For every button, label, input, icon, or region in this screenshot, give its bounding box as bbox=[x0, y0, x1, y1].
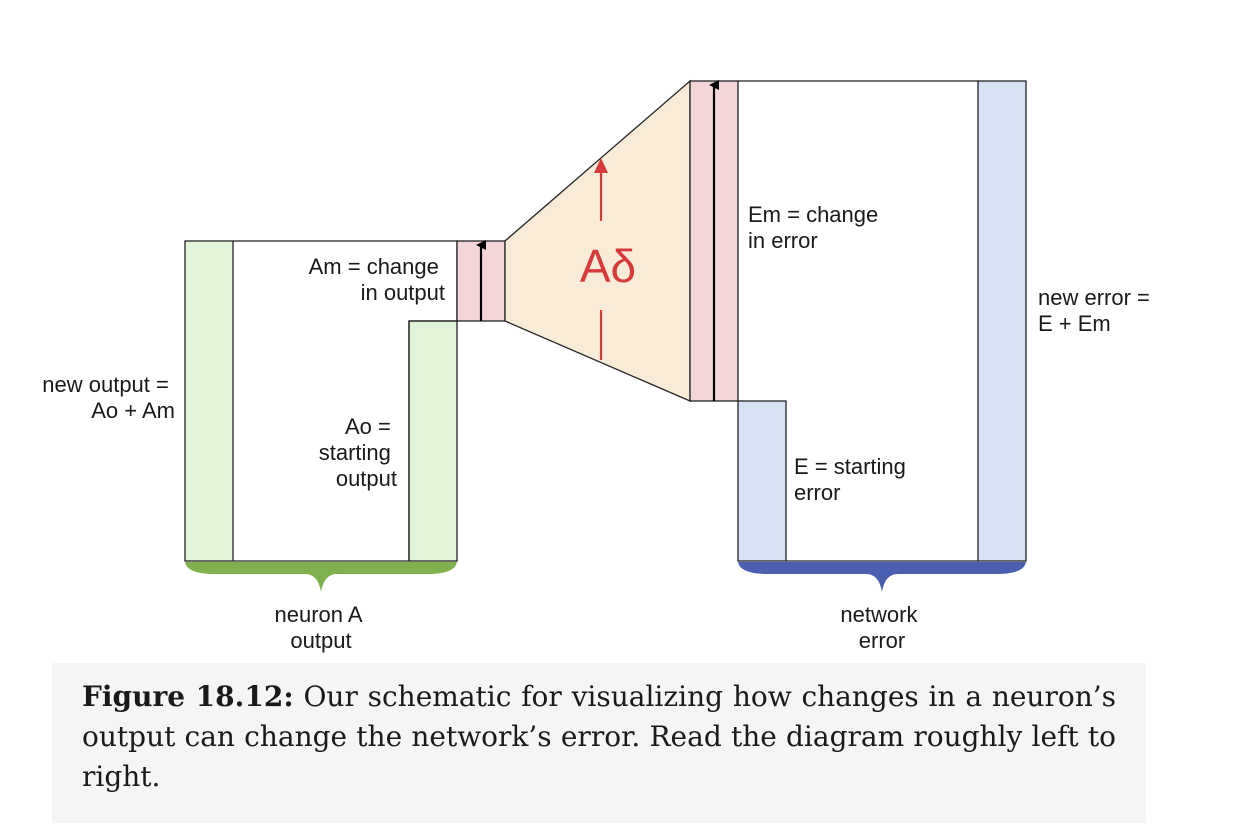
neuron-outline bbox=[233, 240, 458, 562]
caption-text: Our schematic for visualizing how change… bbox=[82, 680, 1116, 793]
change-in-output-label: Am = change in output bbox=[309, 254, 445, 305]
starting-output-bar bbox=[408, 320, 458, 562]
schematic-diagram: Aδ Am = change in output new output = Ao… bbox=[42, 79, 1156, 653]
neuron-output-brace bbox=[185, 562, 457, 592]
network-error-brace-label: network error bbox=[840, 602, 923, 653]
error-outline bbox=[738, 80, 978, 562]
delta-arrowhead bbox=[594, 158, 608, 173]
caption-figure-number: Figure 18.12: bbox=[82, 680, 294, 713]
starting-error-bar bbox=[737, 400, 787, 562]
new-output-bar bbox=[184, 240, 234, 562]
starting-output-label: Ao = starting output bbox=[319, 414, 397, 491]
new-output-label: new output = Ao + Am bbox=[42, 372, 175, 423]
change-in-error-label: Em = change in error bbox=[748, 202, 884, 253]
network-error-brace bbox=[738, 562, 1026, 592]
delta-label: Aδ bbox=[580, 240, 636, 292]
new-error-bar bbox=[977, 80, 1027, 562]
neuron-output-brace-label: neuron A output bbox=[275, 602, 368, 653]
new-error-label: new error = E + Em bbox=[1038, 285, 1156, 336]
starting-error-label: E = starting error bbox=[794, 454, 912, 505]
figure-caption: Figure 18.12: Our schematic for visualiz… bbox=[52, 663, 1146, 823]
